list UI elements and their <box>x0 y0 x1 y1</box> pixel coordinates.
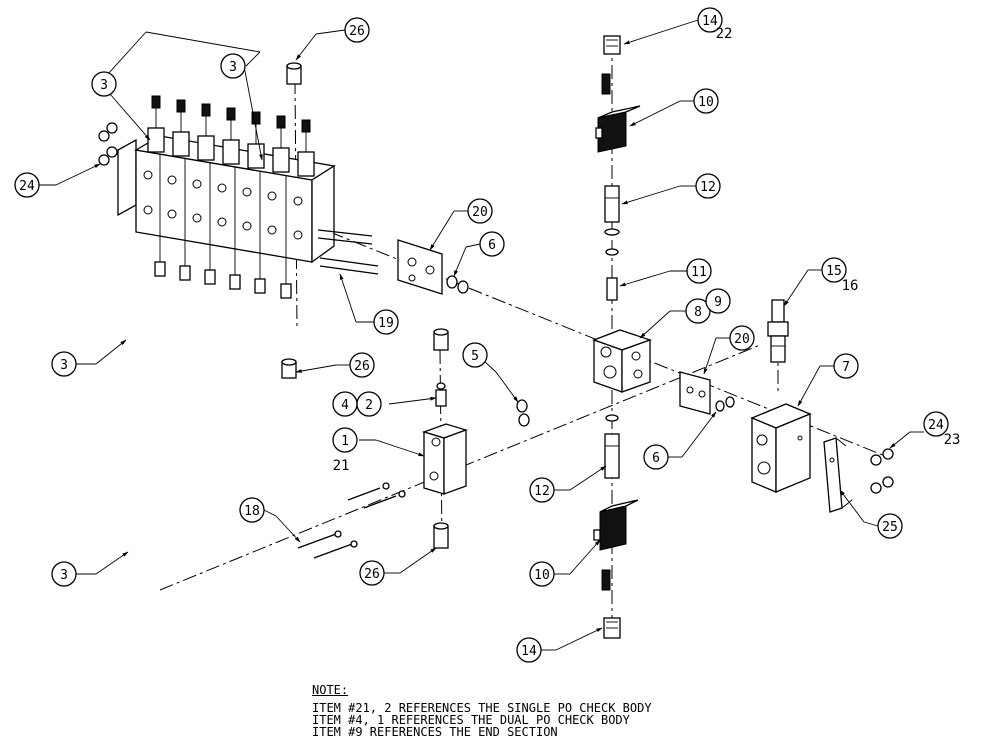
balloon-10-lower: 10 <box>529 561 555 587</box>
svg-text:16: 16 <box>842 278 859 294</box>
svg-text:11: 11 <box>691 265 707 280</box>
balloon-12-lower: 12 <box>529 477 555 503</box>
svg-text:26: 26 <box>354 359 370 374</box>
balloon-3-lower-left: 3 <box>51 561 77 587</box>
balloon-18: 18 <box>239 497 265 523</box>
svg-text:7: 7 <box>842 360 850 375</box>
svg-text:3: 3 <box>60 568 68 583</box>
screws <box>297 482 406 559</box>
mounting-bracket <box>823 437 853 513</box>
svg-text:6: 6 <box>652 451 660 466</box>
svg-text:5: 5 <box>471 349 479 364</box>
note-line-1: ITEM #21, 2 REFERENCES THE SINGLE PO CHE… <box>312 701 652 715</box>
balloon-25: 25 <box>877 513 903 539</box>
svg-text:22: 22 <box>716 26 733 42</box>
note-line-2: ITEM #4, 1 REFERENCES THE DUAL PO CHECK … <box>312 713 630 727</box>
svg-text:1: 1 <box>341 434 349 449</box>
svg-text:12: 12 <box>534 484 550 499</box>
balloon-26-lower: 26 <box>359 560 385 586</box>
balloon-5: 5 <box>462 342 488 368</box>
svg-text:24: 24 <box>928 418 944 433</box>
balloon-3-middle-left: 3 <box>51 351 77 377</box>
cartridge-valve <box>767 299 789 363</box>
svg-text:3: 3 <box>60 358 68 373</box>
balloon-8: 8 <box>685 298 711 324</box>
balloon-6-right: 6 <box>643 444 669 470</box>
balloon-3-top-left: 3 <box>91 71 117 97</box>
nuts-right <box>870 448 894 494</box>
plugs <box>281 62 449 549</box>
balloon-6-upper: 6 <box>479 231 505 257</box>
svg-text:10: 10 <box>534 568 550 583</box>
check-body <box>421 382 469 495</box>
balloon-9: 9 <box>705 288 731 314</box>
svg-text:12: 12 <box>700 180 716 195</box>
balloon-7: 7 <box>833 353 859 379</box>
balloon-4: 4 <box>332 391 358 417</box>
balloon-2: 2 <box>356 391 382 417</box>
center-end-section-block <box>592 329 652 393</box>
svg-text:3: 3 <box>229 60 237 75</box>
svg-text:18: 18 <box>244 504 260 519</box>
svg-text:21: 21 <box>333 458 350 474</box>
upper-vertical-components <box>595 35 641 301</box>
balloon-12-top: 12 <box>695 173 721 199</box>
gasket-plate-right <box>679 371 735 415</box>
svg-text:26: 26 <box>364 567 380 582</box>
o-rings <box>516 399 530 427</box>
svg-text:20: 20 <box>472 205 488 220</box>
svg-text:14: 14 <box>702 14 718 29</box>
svg-text:24: 24 <box>19 179 35 194</box>
balloon-24-left: 24 <box>14 172 40 198</box>
valve-manifold-stack <box>98 95 336 299</box>
svg-text:9: 9 <box>714 295 722 310</box>
svg-text:8: 8 <box>694 305 702 320</box>
svg-text:4: 4 <box>341 398 349 413</box>
drawing-note: NOTE: ITEM #21, 2 REFERENCES THE SINGLE … <box>312 684 732 738</box>
svg-text:2: 2 <box>365 398 373 413</box>
end-block <box>750 403 812 493</box>
svg-text:14: 14 <box>521 644 537 659</box>
leader-lines <box>39 19 924 651</box>
svg-text:20: 20 <box>734 332 750 347</box>
tie-rods <box>317 229 379 275</box>
svg-text:19: 19 <box>378 316 394 331</box>
note-line-3: ITEM #9 REFERENCES THE END SECTION <box>312 725 558 739</box>
svg-text:15: 15 <box>826 264 842 279</box>
svg-text:3: 3 <box>100 78 108 93</box>
balloon-20-upper: 20 <box>467 198 493 224</box>
svg-text:25: 25 <box>882 520 898 535</box>
balloon-14-lower: 14 <box>516 637 542 663</box>
balloon-26-middle: 26 <box>349 352 375 378</box>
svg-text:26: 26 <box>349 24 365 39</box>
svg-text:10: 10 <box>698 95 714 110</box>
balloon-10-top: 10 <box>693 88 719 114</box>
balloon-26-top: 26 <box>344 17 370 43</box>
balloon-1-21: 1 21 <box>332 427 358 474</box>
balloon-20-right: 20 <box>729 325 755 351</box>
gasket-plate-upper <box>397 239 469 295</box>
svg-text:23: 23 <box>944 432 961 448</box>
note-title: NOTE: <box>312 683 349 697</box>
lower-vertical-components <box>593 414 639 639</box>
balloon-19: 19 <box>373 309 399 335</box>
balloon-11: 11 <box>686 258 712 284</box>
balloon-3-top: 3 <box>220 53 246 79</box>
svg-text:6: 6 <box>488 238 496 253</box>
